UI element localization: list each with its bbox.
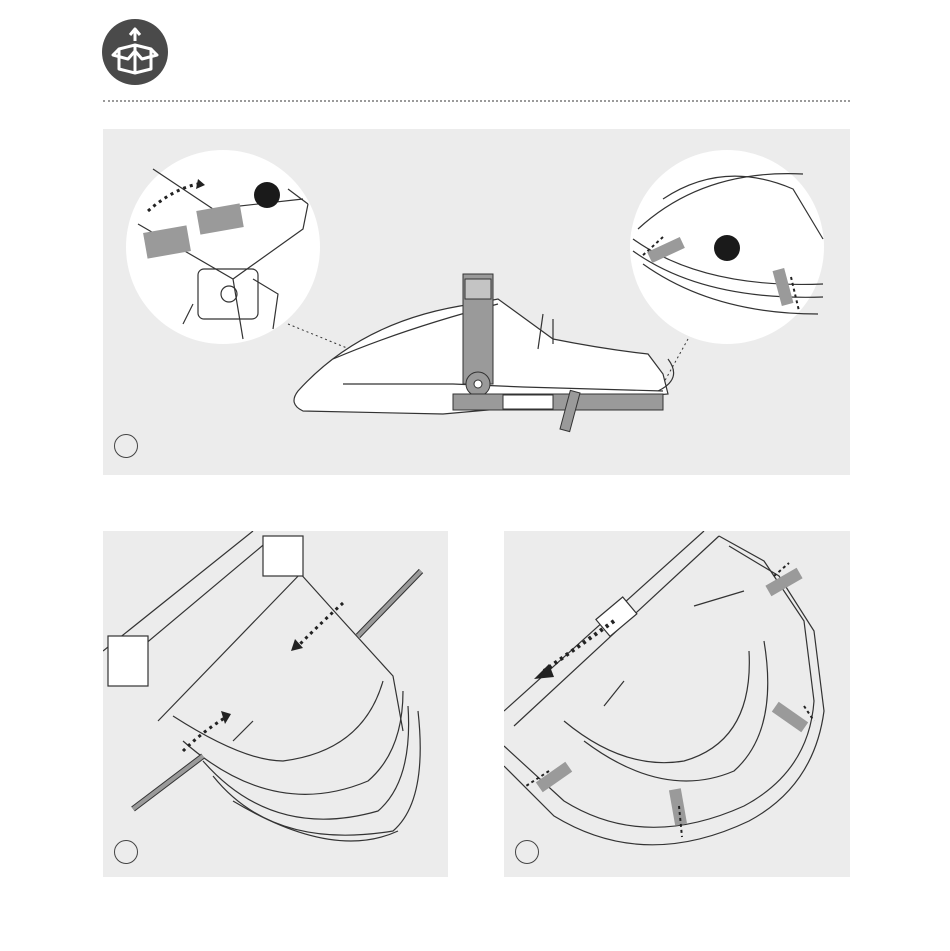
- step-number-2: [114, 840, 138, 864]
- step-panel-1: [103, 129, 850, 475]
- section-divider: [103, 100, 850, 102]
- step-number-1: [114, 434, 138, 458]
- bassinet-straps-illustration: [504, 531, 850, 877]
- unbox-icon: [102, 19, 168, 85]
- step-panel-3: [504, 531, 850, 877]
- step-panel-2: [103, 531, 448, 877]
- bassinet-top-view-illustration: [103, 531, 448, 877]
- callout-left: [254, 182, 280, 208]
- callout-right: [714, 235, 740, 261]
- bassinet-frame-illustration: [103, 129, 850, 475]
- step-number-3: [515, 840, 539, 864]
